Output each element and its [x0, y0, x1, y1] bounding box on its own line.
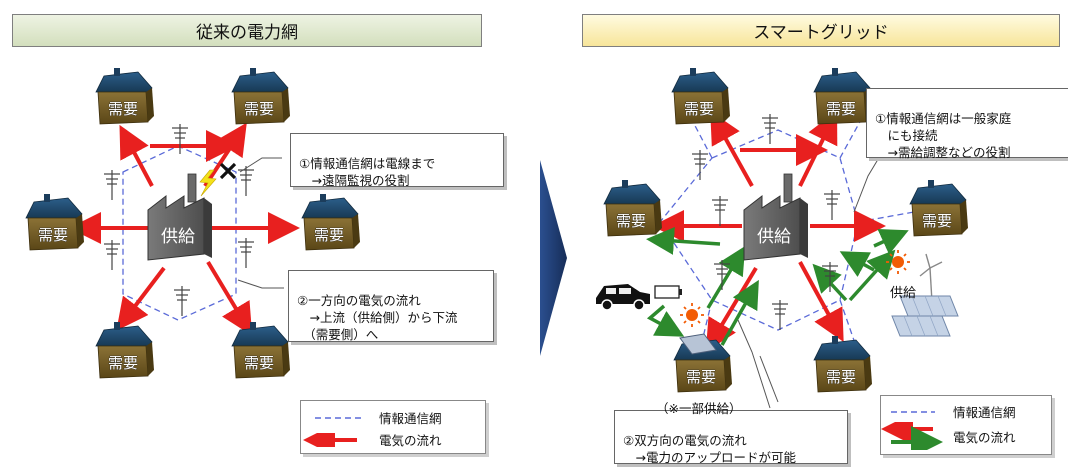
house-label: 需要: [108, 354, 138, 372]
house-icon: 需要: [909, 180, 968, 237]
utility-pole-icon: [692, 150, 708, 180]
left-legend-network-label: 情報通信網: [379, 411, 442, 426]
utility-pole-icon: [822, 262, 838, 292]
house-icon: 需要: [95, 322, 154, 379]
left-houses: 需要需要需要需要需要需要: [25, 68, 360, 379]
house-label: 需要: [684, 100, 714, 118]
utility-pole-icon: [174, 286, 190, 316]
left-callout-1: ①情報通信網は電線まで →遠隔監視の役割: [290, 133, 504, 188]
left-legend: 情報通信網 電気の流れ: [300, 400, 486, 454]
house-label: 需要: [826, 368, 856, 386]
house-icon: 需要: [813, 68, 872, 125]
right-houses: 需要需要需要需要需要需要: [603, 68, 968, 393]
left-panel-title-text: 従来の電力網: [196, 23, 298, 43]
house-label: 需要: [922, 212, 952, 230]
renewable-supply-text: 供給: [890, 286, 917, 301]
renewable-supply-label: 供給: [890, 282, 916, 301]
utility-pole-icon: [772, 300, 788, 330]
utility-pole-icon: [714, 260, 730, 290]
solar-panels-icon: [891, 295, 959, 337]
right-callout-2-pointer: [737, 319, 771, 409]
right-legend-flow-label: 電気の流れ: [953, 429, 1016, 445]
left-callout-1-text: ①情報通信網は電線まで →遠隔監視の役割: [299, 156, 436, 188]
car-icon: [596, 284, 650, 311]
house-label: 需要: [616, 212, 646, 230]
left-legend-flow-label: 電気の流れ: [379, 433, 442, 448]
house-label: 需要: [314, 226, 344, 244]
rooftop-solar-icon: [679, 333, 717, 355]
left-poles: [104, 124, 254, 316]
house-icon: 需要: [25, 194, 84, 251]
left-callout-1-pointer: [239, 157, 282, 173]
utility-pole-icon: [824, 190, 840, 220]
left-callout-2-text: ②一方向の電気の流れ →上流（供給側）から下流 （需要側）へ: [297, 293, 458, 342]
right-callout-2-text: ②双方向の電気の流れ →電力のアップロードが可能: [623, 433, 796, 465]
utility-pole-icon: [104, 170, 120, 200]
partial-supply-text: （※一部供給）: [656, 401, 742, 416]
left-plant: 供給: [147, 173, 212, 261]
right-poles: [692, 114, 840, 330]
chevron-divider-icon: [540, 160, 567, 356]
red-flow-arrow-icon: [303, 432, 357, 447]
right-callout-2: ②双方向の電気の流れ →電力のアップロードが可能: [614, 410, 848, 465]
network-line-icon: [891, 410, 935, 413]
house-label: 需要: [38, 226, 68, 244]
left-callout-2: ②一方向の電気の流れ →上流（供給側）から下流 （需要側）へ: [288, 270, 494, 342]
utility-pole-icon: [238, 238, 254, 268]
lightning-icon: [199, 169, 217, 197]
house-icon: 需要: [95, 68, 154, 125]
right-callout-1: ①情報通信網は一般家庭 にも接続 →需給調整などの役割: [866, 88, 1068, 160]
house-icon: 需要: [603, 180, 662, 237]
house-icon: 需要: [671, 68, 730, 125]
house-icon: 需要: [301, 194, 360, 251]
house-label: 需要: [244, 354, 274, 372]
house-label: 需要: [826, 100, 856, 118]
utility-pole-icon: [172, 124, 188, 154]
utility-pole-icon: [762, 114, 778, 144]
house-icon: 需要: [673, 336, 732, 393]
house-icon: 需要: [231, 68, 290, 125]
sun-icon: [886, 250, 910, 274]
right-legend-network-label: 情報通信網: [953, 405, 1016, 420]
house-label: 需要: [108, 100, 138, 118]
wind-turbine-icon: [919, 253, 943, 303]
right-plant: 供給: [743, 173, 808, 261]
right-panel-title: スマートグリッド: [582, 14, 1060, 47]
power-plant-icon: 供給: [147, 173, 212, 261]
partial-supply-pointer: [759, 355, 779, 403]
plant-label: 供給: [161, 227, 195, 247]
house-label: 需要: [244, 100, 274, 118]
left-callout-2-pointer: [237, 279, 284, 289]
power-plant-icon: 供給: [743, 173, 808, 261]
sun-icon: [680, 303, 704, 327]
left-panel-title: 従来の電力網: [12, 14, 482, 47]
house-icon: 需要: [813, 336, 872, 393]
broken-link-x-icon: [219, 162, 237, 180]
right-callout-1-text: ①情報通信網は一般家庭 にも接続 →需給調整などの役割: [875, 111, 1012, 160]
partial-supply-label: （※一部供給）: [656, 398, 741, 417]
network-line-icon: [315, 416, 361, 419]
right-panel-title-text: スマートグリッド: [753, 23, 889, 43]
left-electric-flows: [69, 122, 300, 336]
bidirectional-flow-arrows-icon: [881, 422, 943, 450]
house-icon: 需要: [231, 322, 290, 379]
right-legend: 情報通信網 電気の流れ: [880, 395, 1052, 455]
house-label: 需要: [686, 368, 716, 386]
right-electric-flows: [646, 110, 909, 352]
battery-icon: [654, 285, 682, 299]
utility-pole-icon: [104, 240, 120, 270]
utility-pole-icon: [238, 166, 254, 196]
plant-label: 供給: [757, 227, 791, 247]
utility-pole-icon: [712, 196, 728, 226]
